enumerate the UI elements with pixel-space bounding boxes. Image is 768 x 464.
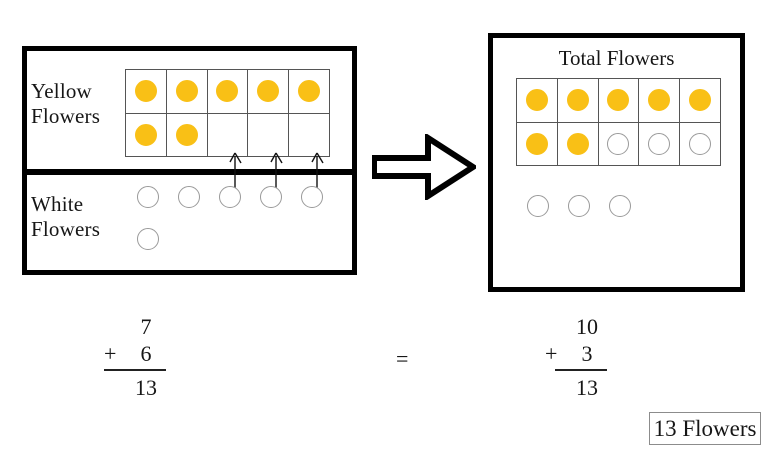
equation-left-addend2-row: + 6 <box>104 340 166 367</box>
yellow-flower-token <box>607 89 630 112</box>
yellow-flower-token <box>175 80 198 103</box>
yellow-flower-token <box>566 89 589 112</box>
yellow-flower-token <box>566 132 589 155</box>
ten-frame-cell <box>126 70 167 114</box>
equation-right-operator: + <box>545 341 558 366</box>
equation-right-addend1-row: 10 <box>545 313 607 340</box>
leftover-white-flowers-row <box>527 195 631 217</box>
ten-frame-cell <box>517 122 558 166</box>
ten-frame-cell-empty <box>207 113 249 157</box>
yellow-flowers-label-line2: Flowers <box>31 104 101 128</box>
white-flower-token <box>568 195 590 217</box>
equation-left-sum-row: 13 <box>104 374 166 401</box>
left-panel-divider <box>22 169 357 175</box>
yellow-flower-token <box>298 80 321 103</box>
ten-frame-cell <box>207 70 249 114</box>
yellow-ten-frame <box>125 69 330 157</box>
equation-right-addend2: 3 <box>581 341 593 366</box>
ten-frame-cell <box>598 122 640 166</box>
white-flowers-row-1 <box>137 186 323 208</box>
equation-right-sum-row: 13 <box>545 374 607 401</box>
equation-right: 10 + 3 13 <box>545 313 607 401</box>
move-arrows <box>229 152 324 191</box>
equation-right-sum: 13 <box>576 374 598 400</box>
white-flower-token <box>527 195 549 217</box>
ten-frame-cell <box>680 79 721 123</box>
yellow-flower-token <box>257 80 280 103</box>
equation-right-addend2-row: + 3 <box>545 340 607 367</box>
white-flower-token <box>609 195 631 217</box>
ten-frame-cell <box>680 122 721 166</box>
ten-frame-cell-empty <box>248 113 290 157</box>
ten-frame-cell <box>126 113 167 157</box>
yellow-flower-token <box>134 123 157 146</box>
ten-frame-cell <box>598 79 640 123</box>
equation-left-addend1: 7 <box>140 314 152 339</box>
white-flower-token <box>137 228 159 250</box>
yellow-flower-token <box>525 132 548 155</box>
equation-left-operator: + <box>104 341 117 366</box>
ten-frame-cell-empty <box>289 113 330 157</box>
yellow-flower-token <box>216 80 239 103</box>
white-flower-token <box>648 132 671 155</box>
yellow-flowers-label: Yellow Flowers <box>31 79 100 129</box>
answer-chip: 13 Flowers <box>649 412 761 445</box>
white-flower-token <box>689 132 712 155</box>
white-flowers-label-line1: White <box>31 192 84 216</box>
equation-left-rule <box>104 369 166 371</box>
ten-frame-cell <box>166 113 208 157</box>
ten-frame-cell <box>557 79 599 123</box>
transform-arrow-icon <box>372 134 476 200</box>
equation-right-rule <box>555 369 607 371</box>
white-flowers-row-2 <box>137 228 159 250</box>
ten-frame-cell <box>639 79 681 123</box>
yellow-flower-token <box>525 89 548 112</box>
equals-between-equations: = <box>396 346 409 371</box>
yellow-flowers-label-line1: Yellow <box>31 79 92 103</box>
total-flowers-title: Total Flowers <box>558 46 675 70</box>
equation-left: 7 + 6 13 <box>104 313 166 401</box>
white-flower-token <box>137 186 159 208</box>
yellow-flower-token <box>134 80 157 103</box>
yellow-flower-token <box>648 89 671 112</box>
white-flower-token <box>607 132 630 155</box>
white-flowers-label: White Flowers <box>31 192 100 242</box>
ten-frame-cell <box>248 70 290 114</box>
equation-right-addend1: 10 <box>576 314 598 339</box>
yellow-flower-token <box>175 123 198 146</box>
equation-left-sum: 13 <box>135 374 157 400</box>
white-flowers-label-line2: Flowers <box>31 217 101 241</box>
equation-left-addend1-row: 7 <box>104 313 166 340</box>
white-flower-token <box>301 186 323 208</box>
yellow-flower-token <box>689 89 712 112</box>
ten-frame-cell <box>639 122 681 166</box>
ten-frame-cell <box>166 70 208 114</box>
ten-frame-cell <box>289 70 330 114</box>
white-flower-token <box>178 186 200 208</box>
ten-frame-cell <box>557 122 599 166</box>
ten-frame-cell <box>517 79 558 123</box>
white-flower-token <box>260 186 282 208</box>
white-flower-token <box>219 186 241 208</box>
total-ten-frame <box>516 78 721 166</box>
equation-left-addend2: 6 <box>140 341 152 366</box>
